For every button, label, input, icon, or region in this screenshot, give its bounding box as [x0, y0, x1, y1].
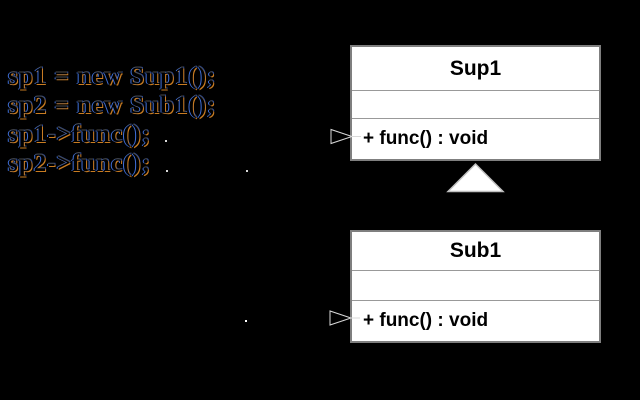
operations-compartment-sup1: + func() : void: [352, 118, 599, 159]
pixel-artifact: [246, 170, 248, 172]
pixel-artifact: [165, 140, 167, 142]
attributes-compartment-sup1: [352, 90, 599, 118]
class-title-sup1: Sup1: [449, 56, 502, 80]
pixel-artifact: [245, 320, 247, 322]
pixel-artifact: [166, 170, 168, 172]
class-box-sup1: Sup1 + func() : void: [350, 45, 601, 161]
code-line-4: sp2->func();: [8, 150, 151, 177]
code-line-1: sp1 = new Sup1();: [8, 63, 217, 90]
inheritance-triangle-icon: [446, 162, 505, 193]
code-line-3: sp1->func();: [8, 121, 151, 148]
operations-compartment-sub1: + func() : void: [352, 300, 599, 341]
attributes-compartment-sub1: [352, 270, 599, 300]
class-box-sub1: Sub1 + func() : void: [350, 230, 601, 343]
code-line-2: sp2 = new Sub1();: [8, 92, 217, 119]
code-snippet: sp1 = new Sup1(); sp2 = new Sub1(); sp1-…: [8, 62, 216, 178]
class-title-sub1: Sub1: [449, 239, 502, 262]
